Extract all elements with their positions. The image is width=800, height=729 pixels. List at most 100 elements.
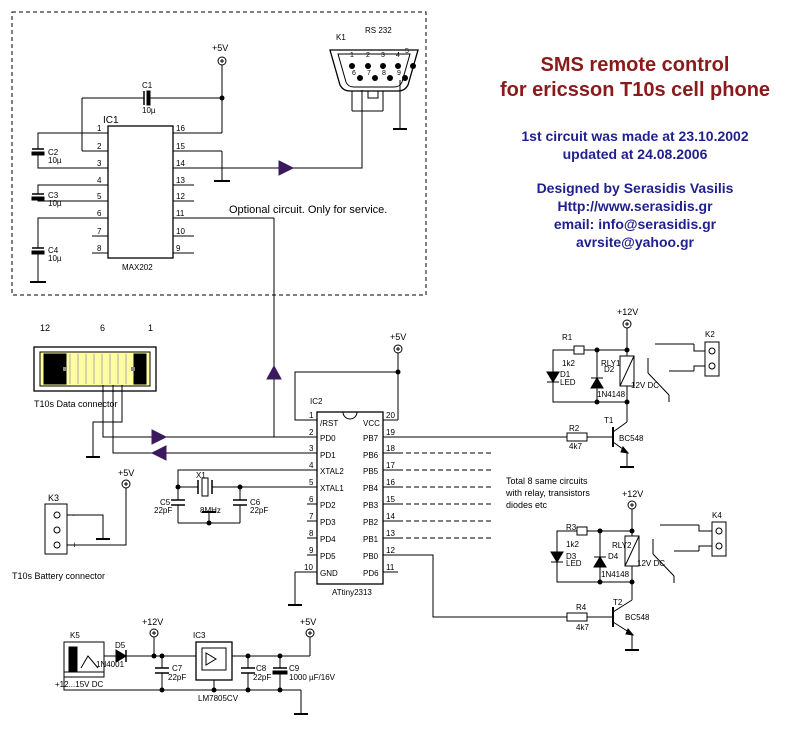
c3-val: 10µ xyxy=(48,199,62,208)
rly1-val: 12V DC xyxy=(631,381,659,390)
k2-ref: K2 xyxy=(705,330,715,339)
ic2-pin-num: 16 xyxy=(386,478,395,487)
ic1-pin: 13 xyxy=(176,176,185,185)
rs232-pin: 4 xyxy=(396,52,400,59)
t2-ref: T2 xyxy=(613,598,623,607)
ic2-pin-name: PD3 xyxy=(320,518,336,527)
author-website: Http://www.serasidis.gr xyxy=(557,198,713,214)
ic2-pin-num: 20 xyxy=(386,411,395,420)
author-email-2: avrsite@yahoo.gr xyxy=(576,234,694,250)
k3-pin-plus: + xyxy=(72,540,77,550)
ic2-pin-num: 7 xyxy=(309,512,314,521)
dc-jack-body xyxy=(63,641,105,678)
ic2-pin-name: PB6 xyxy=(363,451,379,460)
ic2-pin-name: XTAL2 xyxy=(320,467,344,476)
rail-5v-label: +5V xyxy=(390,332,406,342)
author-email: email: info@serasidis.gr xyxy=(553,216,717,232)
ic2-pin-num: 3 xyxy=(309,444,314,453)
c8-val: 22pF xyxy=(253,673,271,682)
ic1-ref: IC1 xyxy=(103,115,119,126)
total-note-line-2: with relay, transistors xyxy=(505,488,590,498)
ic2-pin-name: PD2 xyxy=(320,501,336,510)
ic2-pin-num: 10 xyxy=(304,563,313,572)
ic1-pin: 1 xyxy=(97,124,102,133)
t1-ref: T1 xyxy=(604,416,614,425)
ic1-pin: 3 xyxy=(97,159,102,168)
c2-ref: C2 xyxy=(48,148,59,157)
ic2-part: ATtiny2313 xyxy=(332,588,372,597)
ic1-pin: 15 xyxy=(176,142,185,151)
ic2-pin-num: 17 xyxy=(386,461,395,470)
ic2-pin-num: 9 xyxy=(309,546,314,555)
rs232-shell xyxy=(329,49,419,92)
rs232-pins xyxy=(349,63,416,81)
c9-val: 1000 µF/16V xyxy=(289,673,336,682)
ic1-pin: 4 xyxy=(97,176,102,185)
c8-ref: C8 xyxy=(256,664,267,673)
ic2-pin-name: PB4 xyxy=(363,484,379,493)
rail-12v-label: +12V xyxy=(142,617,163,627)
connector-pin-12: 12 xyxy=(40,323,50,333)
ic2-pin-name: PB0 xyxy=(363,552,379,561)
optional-circuit-note: Optional circuit. Only for service. xyxy=(229,204,387,216)
ic3-ref: IC3 xyxy=(193,631,206,640)
rs232-pin: 5 xyxy=(405,48,409,55)
rs232-pin: 2 xyxy=(366,52,370,59)
rs232-pin: 8 xyxy=(382,70,386,77)
battery-connector-label: T10s Battery connector xyxy=(12,571,105,581)
ic2-pin-name: PB5 xyxy=(363,467,379,476)
k1-ref: K1 xyxy=(336,33,346,42)
r4-val: 4k7 xyxy=(576,623,589,632)
total-note-line-3: diodes etc xyxy=(506,500,548,510)
x1-val: 8MHz xyxy=(200,506,221,515)
ic1-pin: 12 xyxy=(176,192,185,201)
d4-val: 1N4148 xyxy=(601,570,630,579)
rail-5v-label: +5V xyxy=(118,468,134,478)
ic3-part: LM7805CV xyxy=(198,694,239,703)
ic2-pin-name: PD5 xyxy=(320,552,336,561)
ic2-pin-num: 5 xyxy=(309,478,314,487)
d3-val: LED xyxy=(566,559,582,568)
ic2-pin-num: 12 xyxy=(386,546,395,555)
c1-val: 10µ xyxy=(142,106,156,115)
total-note-line-1: Total 8 same circuits xyxy=(506,476,588,486)
ic1-pin: 14 xyxy=(176,159,185,168)
c5-ref: C5 xyxy=(160,498,171,507)
ic2-pin-name: PD6 xyxy=(363,569,379,578)
battery-connector-body xyxy=(44,503,68,555)
t2-val: BC548 xyxy=(625,613,650,622)
r3-ref: R3 xyxy=(566,523,577,532)
info-line-1: 1st circuit was made at 23.10.2002 xyxy=(521,128,749,144)
rs232-label: RS 232 xyxy=(365,26,392,35)
r2-val: 4k7 xyxy=(569,442,582,451)
d1-val: LED xyxy=(560,378,576,387)
k5-ref: K5 xyxy=(70,631,80,640)
ic2-pin-name: PB3 xyxy=(363,501,379,510)
r1-val: 1k2 xyxy=(562,359,575,368)
page-title: SMS remote control for ericsson T10s cel… xyxy=(470,53,800,103)
c9-ref: C9 xyxy=(289,664,300,673)
d1-ref: D1 xyxy=(560,370,571,379)
ic1-pin: 2 xyxy=(97,142,102,151)
x1-ref: X1 xyxy=(196,471,206,480)
c2-val: 10µ xyxy=(48,156,62,165)
ic1-pin: 9 xyxy=(176,244,181,253)
ic2-pin-name: PB7 xyxy=(363,434,379,443)
rly2-ref: RLY2 xyxy=(612,541,632,550)
ic2-pin-name: PB2 xyxy=(363,518,379,527)
r1-ref: R1 xyxy=(562,333,573,342)
rs232-pin: 1 xyxy=(350,52,354,59)
c5-val: 22pF xyxy=(154,506,172,515)
c6-ref: C6 xyxy=(250,498,261,507)
data-connector-body xyxy=(33,346,157,392)
rail-12v-label: +12V xyxy=(617,307,638,317)
ic2-pin-num: 4 xyxy=(309,461,314,470)
k3-pin-minus: - xyxy=(72,510,75,520)
ic1-pin: 6 xyxy=(97,209,102,218)
ic2-pin-name: /RST xyxy=(320,419,338,428)
d4-ref: D4 xyxy=(608,552,619,561)
ic2-pin-num: 11 xyxy=(386,563,395,572)
author-info: Designed by Serasidis Vasilis Http://www… xyxy=(470,179,800,251)
title-line-1: SMS remote control xyxy=(540,54,730,76)
revision-info: 1st circuit was made at 23.10.2002 updat… xyxy=(470,127,800,163)
